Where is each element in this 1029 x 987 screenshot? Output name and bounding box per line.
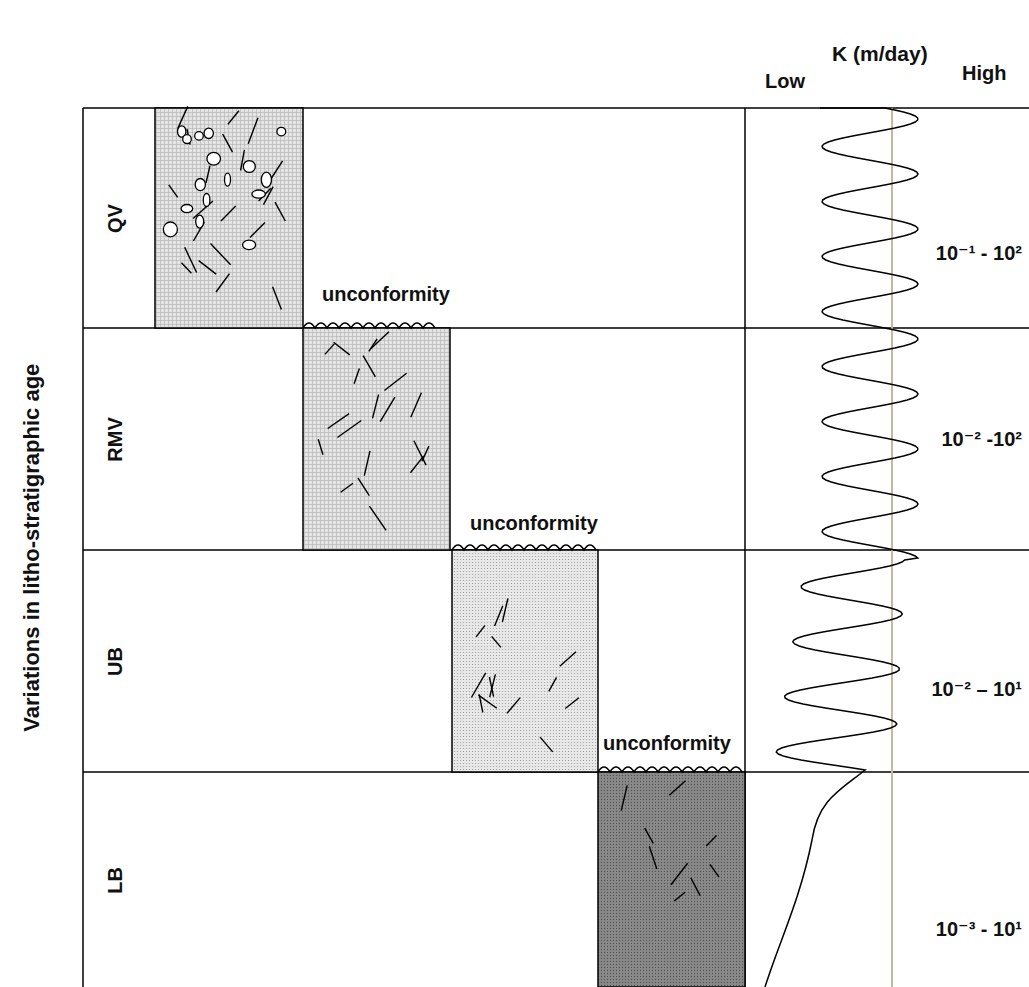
text-label: unconformity <box>322 283 450 306</box>
rmv-block <box>303 328 450 550</box>
text-label: unconformity <box>470 512 598 535</box>
axis-label: RMV <box>103 417 126 461</box>
pebbles <box>163 126 285 250</box>
text-label: Low <box>765 70 805 93</box>
table-lines <box>83 108 1029 987</box>
axis-label: LB <box>103 867 126 894</box>
lb-block <box>598 772 745 987</box>
qv-block <box>155 108 303 328</box>
k-range-value: 10⁻³ - 10¹ <box>934 918 1024 941</box>
k-range-value: 10⁻¹ - 10² <box>934 242 1024 265</box>
reference-line <box>891 108 893 987</box>
axis-label: QV <box>104 204 127 233</box>
text-label: unconformity <box>603 732 731 755</box>
texture-strokes <box>169 106 719 901</box>
k-curve <box>765 108 918 987</box>
ub-block <box>452 550 598 772</box>
k-range-value: 10⁻² -10² <box>939 428 1024 451</box>
text-label: K (m/day) <box>832 42 928 66</box>
axis-label: Variations in litho-stratigraphic age <box>19 364 44 732</box>
k-range-value: 10⁻² – 10¹ <box>929 678 1024 701</box>
unconformity-marks <box>303 323 742 772</box>
text-label: High <box>962 62 1006 85</box>
axis-label: UB <box>103 647 126 676</box>
